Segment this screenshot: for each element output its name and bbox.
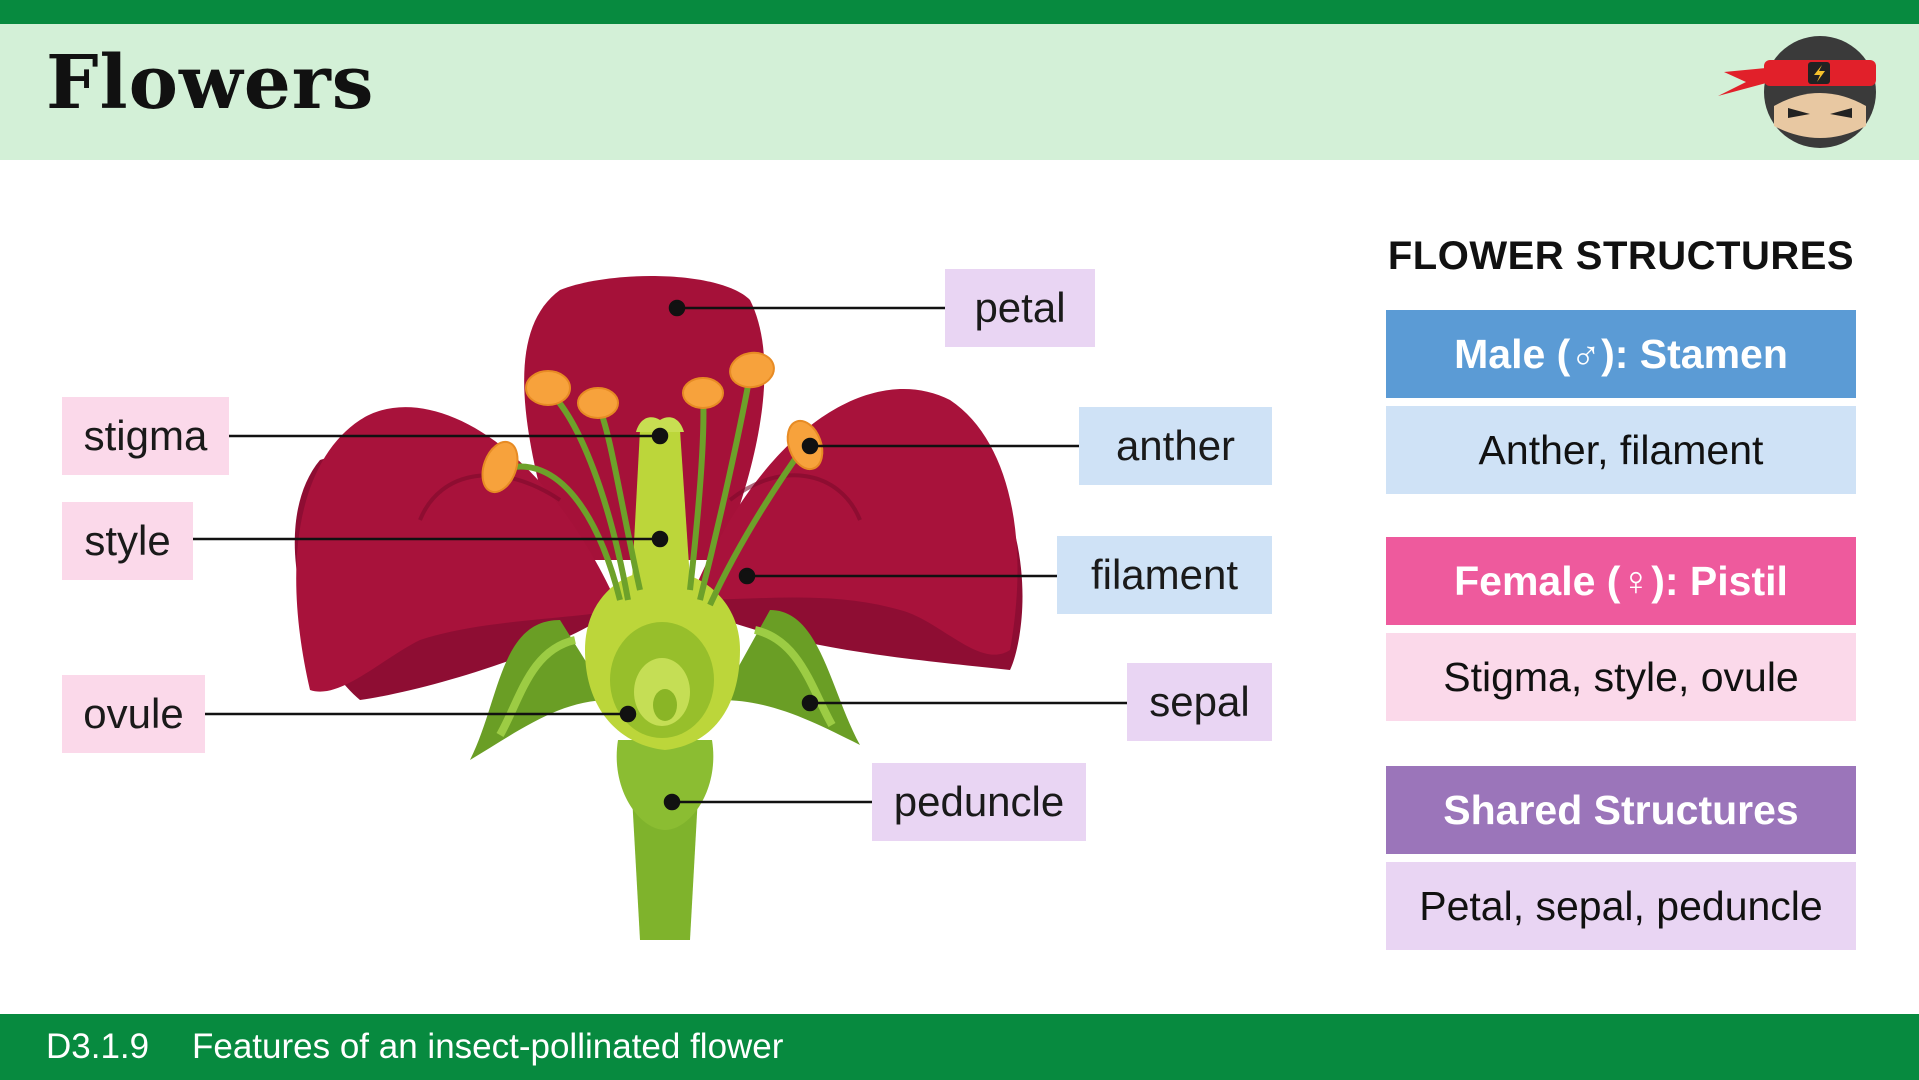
label-style: style <box>62 502 193 580</box>
male-group-title: Male (♂): Stamen <box>1386 310 1856 398</box>
petal-right <box>690 389 1018 655</box>
title-bar <box>0 24 1919 160</box>
male-group-body: Anther, filament <box>1386 406 1856 494</box>
petal-top <box>524 276 765 560</box>
label-stigma: stigma <box>62 397 229 475</box>
shared-group-title: Shared Structures <box>1386 766 1856 854</box>
footer-caption: Features of an insect-pollinated flower <box>192 1027 784 1066</box>
label-ovule: ovule <box>62 675 205 753</box>
female-group-title: Female (♀): Pistil <box>1386 537 1856 625</box>
label-petal: petal <box>945 269 1095 347</box>
top-strip <box>0 0 1919 24</box>
female-group-body: Stigma, style, ovule <box>1386 633 1856 721</box>
page-title: Flowers <box>46 40 375 126</box>
label-sepal: sepal <box>1127 663 1272 741</box>
stigma-tip <box>636 417 684 432</box>
label-peduncle: peduncle <box>872 763 1086 841</box>
shared-group-body: Petal, sepal, peduncle <box>1386 862 1856 950</box>
label-filament: filament <box>1057 536 1272 614</box>
style-column <box>632 430 690 580</box>
footer-bar <box>0 1014 1919 1080</box>
ninja-mascot-icon <box>1718 36 1876 148</box>
label-anther: anther <box>1079 407 1272 485</box>
footer-code: D3.1.9 <box>46 1027 150 1066</box>
panel-heading: FLOWER STRUCTURES <box>1387 234 1855 278</box>
petal-left <box>296 407 620 692</box>
